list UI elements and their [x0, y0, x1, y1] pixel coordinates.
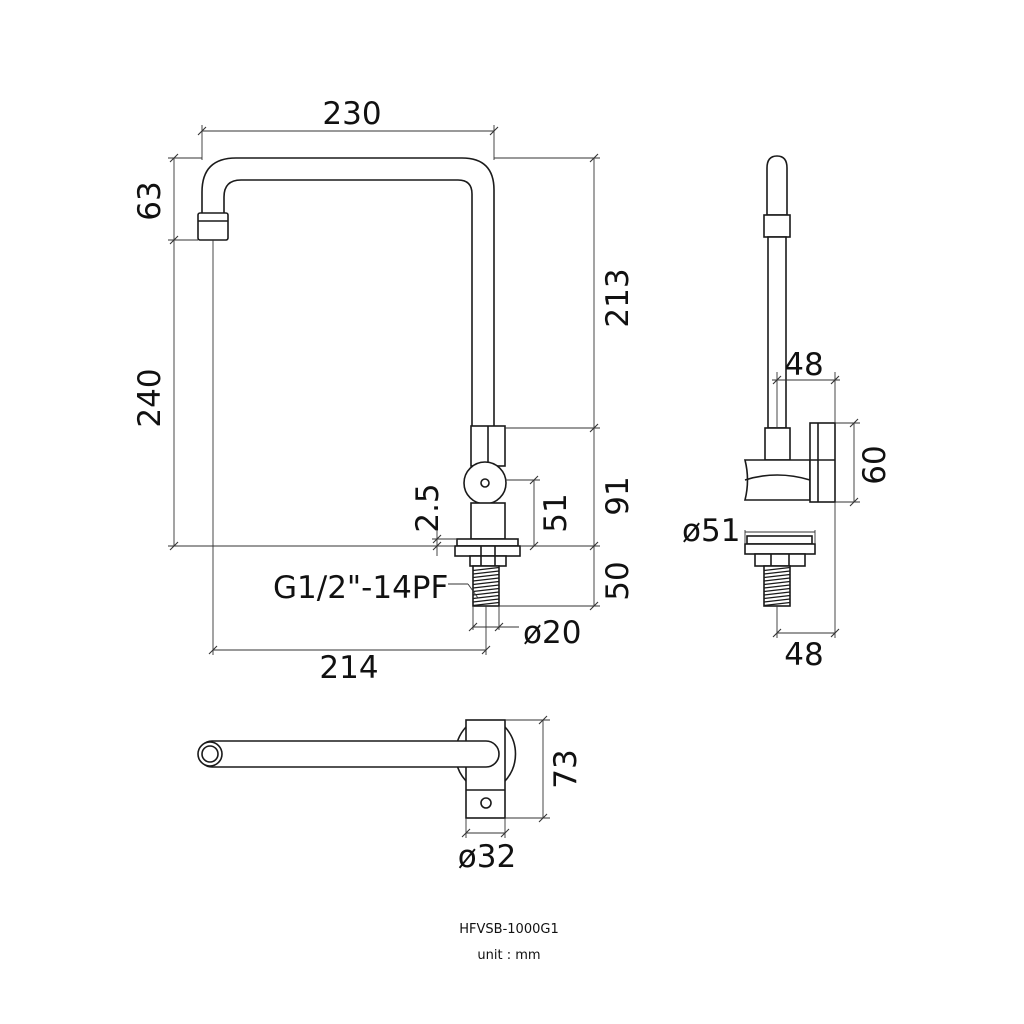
side-body-curve	[744, 474, 811, 481]
thread-line	[472, 570, 500, 575]
side-flange-top	[746, 535, 813, 545]
side-spout-tip	[766, 155, 788, 216]
thread-line	[763, 591, 791, 596]
dim-front-reach: 214	[319, 650, 378, 686]
side-flange-nut	[744, 543, 816, 555]
thread-line	[763, 598, 791, 603]
thread-line	[472, 601, 500, 607]
front-thread-lines	[472, 566, 500, 607]
thread-line	[763, 594, 791, 600]
dim-front-spout-drop: 63	[132, 181, 168, 220]
thread-line	[472, 598, 500, 603]
front-aerator	[197, 212, 229, 241]
side-body	[743, 459, 811, 501]
top-view	[197, 719, 517, 819]
dim-thread-spec: G1/2"-14PF	[273, 570, 448, 606]
top-body	[465, 719, 506, 819]
dim-top-depth: 73	[548, 749, 584, 788]
thread-line	[472, 584, 500, 589]
dim-side-handle-height: 60	[857, 445, 893, 484]
front-view	[197, 157, 521, 607]
dim-front-width-top: 230	[322, 96, 381, 132]
dim-front-shank-length: 50	[600, 561, 636, 600]
thread-line	[472, 591, 500, 596]
side-nut	[754, 553, 806, 567]
thread-line	[763, 587, 791, 593]
thread-line	[472, 594, 500, 600]
thread-line	[472, 580, 500, 586]
top-dimensions	[461, 715, 550, 838]
front-dimensions	[168, 125, 600, 655]
thread-line	[472, 577, 500, 582]
thread-line	[763, 584, 791, 589]
dim-front-height-spout: 240	[132, 368, 168, 427]
side-thread-lines	[763, 566, 791, 607]
dim-top-diameter: ø32	[458, 839, 516, 875]
dim-front-shank-diameter: ø20	[523, 615, 581, 651]
front-nut	[469, 555, 507, 567]
thread-line	[472, 573, 500, 579]
model-code: HFVSB-1000G1	[459, 922, 558, 937]
front-spout-tube	[201, 157, 495, 426]
thread-line	[763, 580, 791, 586]
top-handle-screw	[480, 797, 492, 809]
dim-side-base-width: 48	[784, 637, 823, 673]
side-aerator	[763, 214, 791, 238]
dim-side-body-width: 48	[784, 347, 823, 383]
top-spout-arm	[198, 740, 500, 768]
top-base-circle-right	[504, 726, 517, 782]
top-spout-end-inner	[201, 745, 219, 763]
thread-line	[763, 601, 791, 607]
dim-front-flange: 2.5	[410, 483, 446, 532]
side-handle	[809, 422, 836, 503]
front-body-lower	[470, 502, 506, 540]
dim-front-body-height: 91	[600, 476, 636, 515]
front-flange-top	[456, 538, 519, 547]
thread-line	[763, 573, 791, 579]
dim-front-height-total: 213	[600, 268, 636, 327]
dim-side-flange-diameter: ø51	[682, 513, 740, 549]
front-spout-tube-inner	[223, 179, 473, 426]
unit-label: unit : mm	[477, 948, 540, 963]
thread-line	[763, 566, 791, 572]
thread-line	[472, 566, 500, 572]
front-handle-screw	[480, 478, 490, 488]
dim-front-handle-height: 51	[538, 493, 574, 532]
side-body-collar	[764, 427, 791, 461]
thread-line	[763, 577, 791, 582]
side-dimensions	[744, 372, 860, 638]
thread-line	[763, 570, 791, 575]
thread-line	[472, 587, 500, 593]
front-flange-nut	[454, 545, 521, 557]
